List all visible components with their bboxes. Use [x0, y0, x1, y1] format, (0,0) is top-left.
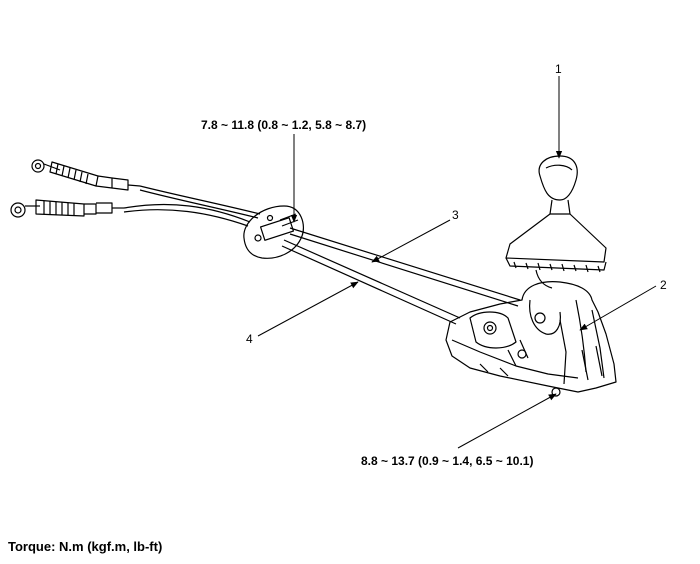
leader-3 — [371, 219, 451, 263]
torque-units-note: Torque: N.m (kgf.m, lb-ft) — [8, 539, 163, 554]
cable-end-lower — [10, 199, 124, 218]
shift-boot — [505, 213, 607, 289]
callout-2: 2 — [660, 278, 667, 292]
cables — [123, 185, 521, 325]
shift-knob — [538, 155, 578, 215]
torque-spec-lever-base: 8.8 ~ 13.7 (0.9 ~ 1.4, 6.5 ~ 10.1) — [361, 454, 534, 468]
cable-end-upper — [31, 159, 141, 191]
shift-lever-housing — [445, 281, 617, 397]
cable-bracket — [243, 205, 305, 259]
leader-torque-base — [457, 393, 557, 449]
callout-4: 4 — [246, 332, 253, 346]
torque-spec-bracket: 7.8 ~ 11.8 (0.8 ~ 1.2, 5.8 ~ 8.7) — [201, 118, 367, 132]
callout-3: 3 — [452, 208, 459, 222]
leader-4 — [257, 281, 359, 337]
callout-1: 1 — [555, 62, 562, 76]
leader-2 — [579, 285, 657, 331]
